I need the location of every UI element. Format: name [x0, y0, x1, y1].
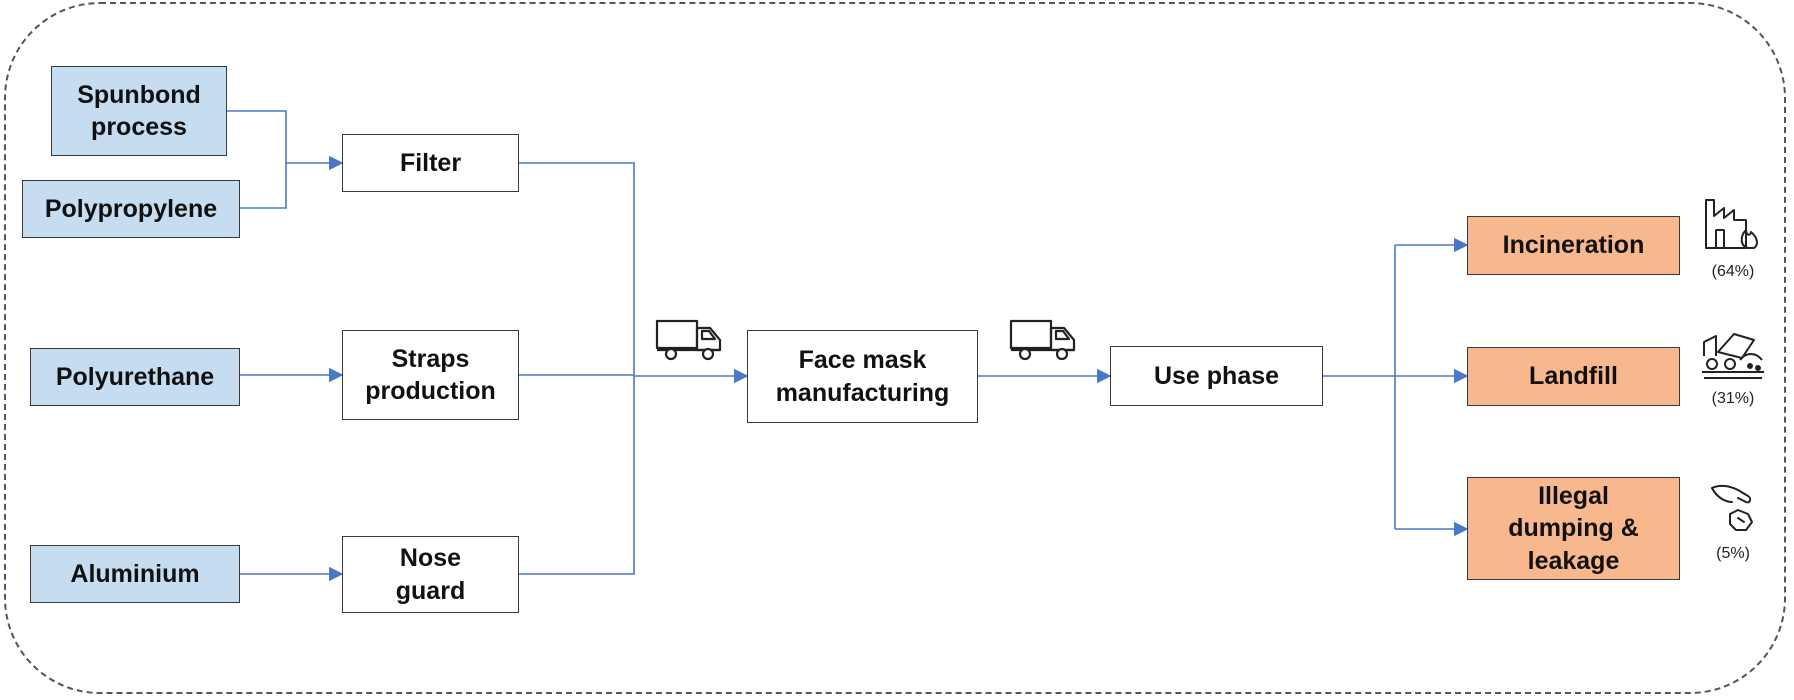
use-phase-label: Use phase: [1153, 361, 1280, 390]
eol-landfill: Landfill: [1467, 347, 1680, 406]
dump-truck-icon: [1702, 333, 1764, 379]
input-polypropylene: Polypropylene: [22, 180, 240, 238]
dumping-share: (5%): [1716, 545, 1750, 562]
eol-illegal-dumping: Illegal dumping & leakage: [1467, 477, 1680, 580]
noseguard-connector: [519, 375, 635, 575]
component-straps-production: Straps production: [342, 330, 519, 420]
input-spunbond-process: Spunbond process: [51, 66, 227, 156]
landfill-label: Landfill: [1529, 362, 1618, 391]
nose-guard-label: Nose guard: [395, 544, 466, 605]
incineration-label: Incineration: [1502, 231, 1645, 260]
polypropylene-connector: [240, 163, 287, 209]
input-aluminium: Aluminium: [30, 545, 240, 603]
spunbond-label: Spunbond process: [77, 80, 201, 142]
use-phase: Use phase: [1110, 346, 1323, 406]
dumping-label: Illegal dumping & leakage: [1508, 481, 1639, 575]
component-filter: Filter: [342, 134, 519, 192]
factory-fire-icon: [1705, 199, 1758, 249]
straps-label: Straps production: [365, 344, 496, 406]
incineration-share: (64%): [1711, 263, 1755, 280]
truck-icon: [1009, 319, 1076, 361]
truck-icon: [655, 319, 722, 361]
input-polyurethane: Polyurethane: [30, 348, 240, 406]
polyurethane-label: Polyurethane: [55, 362, 215, 391]
system-boundary: [4, 2, 1786, 694]
eol-incineration: Incineration: [1467, 216, 1680, 275]
hand-dropping-litter-icon: [1711, 484, 1753, 531]
manufacturing-label: Face mask manufacturing: [775, 346, 950, 407]
landfill-share: (31%): [1711, 390, 1755, 407]
component-nose-guard: Nose guard: [342, 536, 519, 613]
aluminium-label: Aluminium: [70, 559, 200, 588]
polypropylene-label: Polypropylene: [44, 194, 218, 223]
face-mask-manufacturing: Face mask manufacturing: [747, 330, 978, 423]
filter-label: Filter: [399, 148, 462, 177]
filter-connector: [519, 162, 635, 375]
spunbond-connector: [227, 110, 287, 163]
